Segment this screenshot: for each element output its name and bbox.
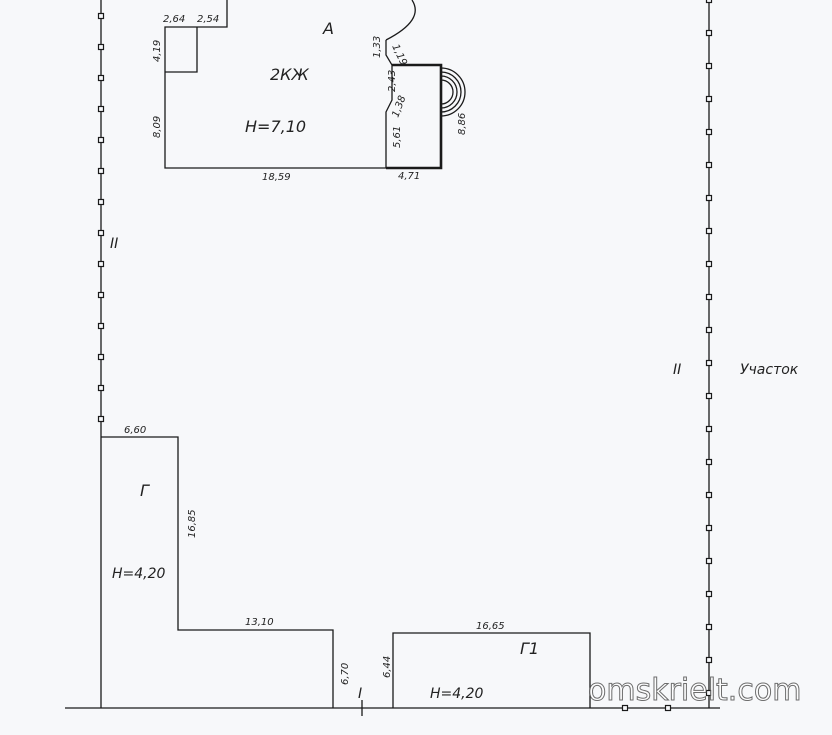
fence-post bbox=[705, 161, 713, 169]
fence-post bbox=[705, 0, 713, 4]
house-code: 2КЖ bbox=[270, 65, 310, 84]
fence-post bbox=[705, 29, 713, 37]
watermark: omskrielt.com bbox=[588, 673, 801, 708]
fence-post bbox=[97, 322, 105, 330]
dim-bottom: 18,59 bbox=[262, 172, 291, 183]
fence-post bbox=[97, 384, 105, 392]
dim-left-small: 4,19 bbox=[152, 40, 163, 62]
house-outline bbox=[164, 0, 466, 170]
fence-post bbox=[705, 95, 713, 103]
dim-left-big: 8,09 bbox=[152, 116, 163, 138]
fence-post bbox=[705, 689, 713, 697]
gate-label: I bbox=[358, 686, 362, 702]
fence-post bbox=[97, 167, 105, 175]
fence-post bbox=[705, 524, 713, 532]
fence-post bbox=[705, 623, 713, 631]
fence-post bbox=[97, 43, 105, 51]
shed-g1-height: H=4,20 bbox=[430, 686, 484, 702]
fence-post bbox=[705, 656, 713, 664]
dim-g-top: 6,60 bbox=[124, 425, 146, 436]
fence-post bbox=[705, 128, 713, 136]
fence-post bbox=[97, 260, 105, 268]
house-letter: А bbox=[322, 19, 334, 38]
dim-porch-bottom: 4,71 bbox=[398, 171, 420, 182]
dim-g-end: 6,70 bbox=[340, 663, 351, 685]
dim-notch-c: 1,38 bbox=[390, 94, 408, 119]
dim-top-b: 2,54 bbox=[197, 14, 219, 25]
fence-post bbox=[97, 353, 105, 361]
fence-post bbox=[705, 590, 713, 598]
fence-post bbox=[97, 415, 105, 423]
dim-top-a: 2,64 bbox=[163, 14, 185, 25]
fence-right-label: II bbox=[673, 362, 681, 378]
fence-post bbox=[97, 229, 105, 237]
dim-g1-side: 6,44 bbox=[382, 656, 393, 678]
house-height: H=7,10 bbox=[245, 117, 306, 136]
shed-g-height: H=4,20 bbox=[112, 566, 166, 582]
fence-post bbox=[705, 359, 713, 367]
shed-g1-outline bbox=[392, 632, 591, 708]
fence-post bbox=[97, 198, 105, 206]
dim-mid: 2,43 bbox=[387, 70, 398, 92]
fence-post bbox=[705, 326, 713, 334]
fence-post bbox=[705, 425, 713, 433]
fence-post bbox=[705, 260, 713, 268]
plot-label: Участок bbox=[740, 362, 799, 378]
dim-porch-right: 8,86 bbox=[457, 113, 468, 135]
fence-post bbox=[621, 704, 629, 712]
fence-post bbox=[705, 458, 713, 466]
shed-g-outline bbox=[101, 436, 334, 708]
fence-post bbox=[705, 293, 713, 301]
shed-g1-letter: Г1 bbox=[520, 639, 539, 658]
fence-post bbox=[705, 62, 713, 70]
dim-right-inner: 5,61 bbox=[392, 126, 403, 148]
fence-post bbox=[705, 557, 713, 565]
fence-post bbox=[97, 136, 105, 144]
dim-g-side: 16,85 bbox=[187, 509, 198, 538]
fence-post bbox=[705, 194, 713, 202]
dim-notch-a: 1,33 bbox=[372, 36, 383, 58]
fence-post bbox=[97, 291, 105, 299]
dim-g1-top: 16,65 bbox=[476, 621, 505, 632]
fence-post bbox=[705, 491, 713, 499]
fence-post bbox=[664, 704, 672, 712]
fence-post bbox=[705, 227, 713, 235]
fence-left-label: II bbox=[110, 236, 118, 252]
fence-post bbox=[97, 74, 105, 82]
shed-g-letter: Г bbox=[140, 481, 150, 500]
dim-g-bottom: 13,10 bbox=[245, 617, 274, 628]
fence-post bbox=[97, 105, 105, 113]
fence-post bbox=[705, 392, 713, 400]
fence-post bbox=[97, 12, 105, 20]
